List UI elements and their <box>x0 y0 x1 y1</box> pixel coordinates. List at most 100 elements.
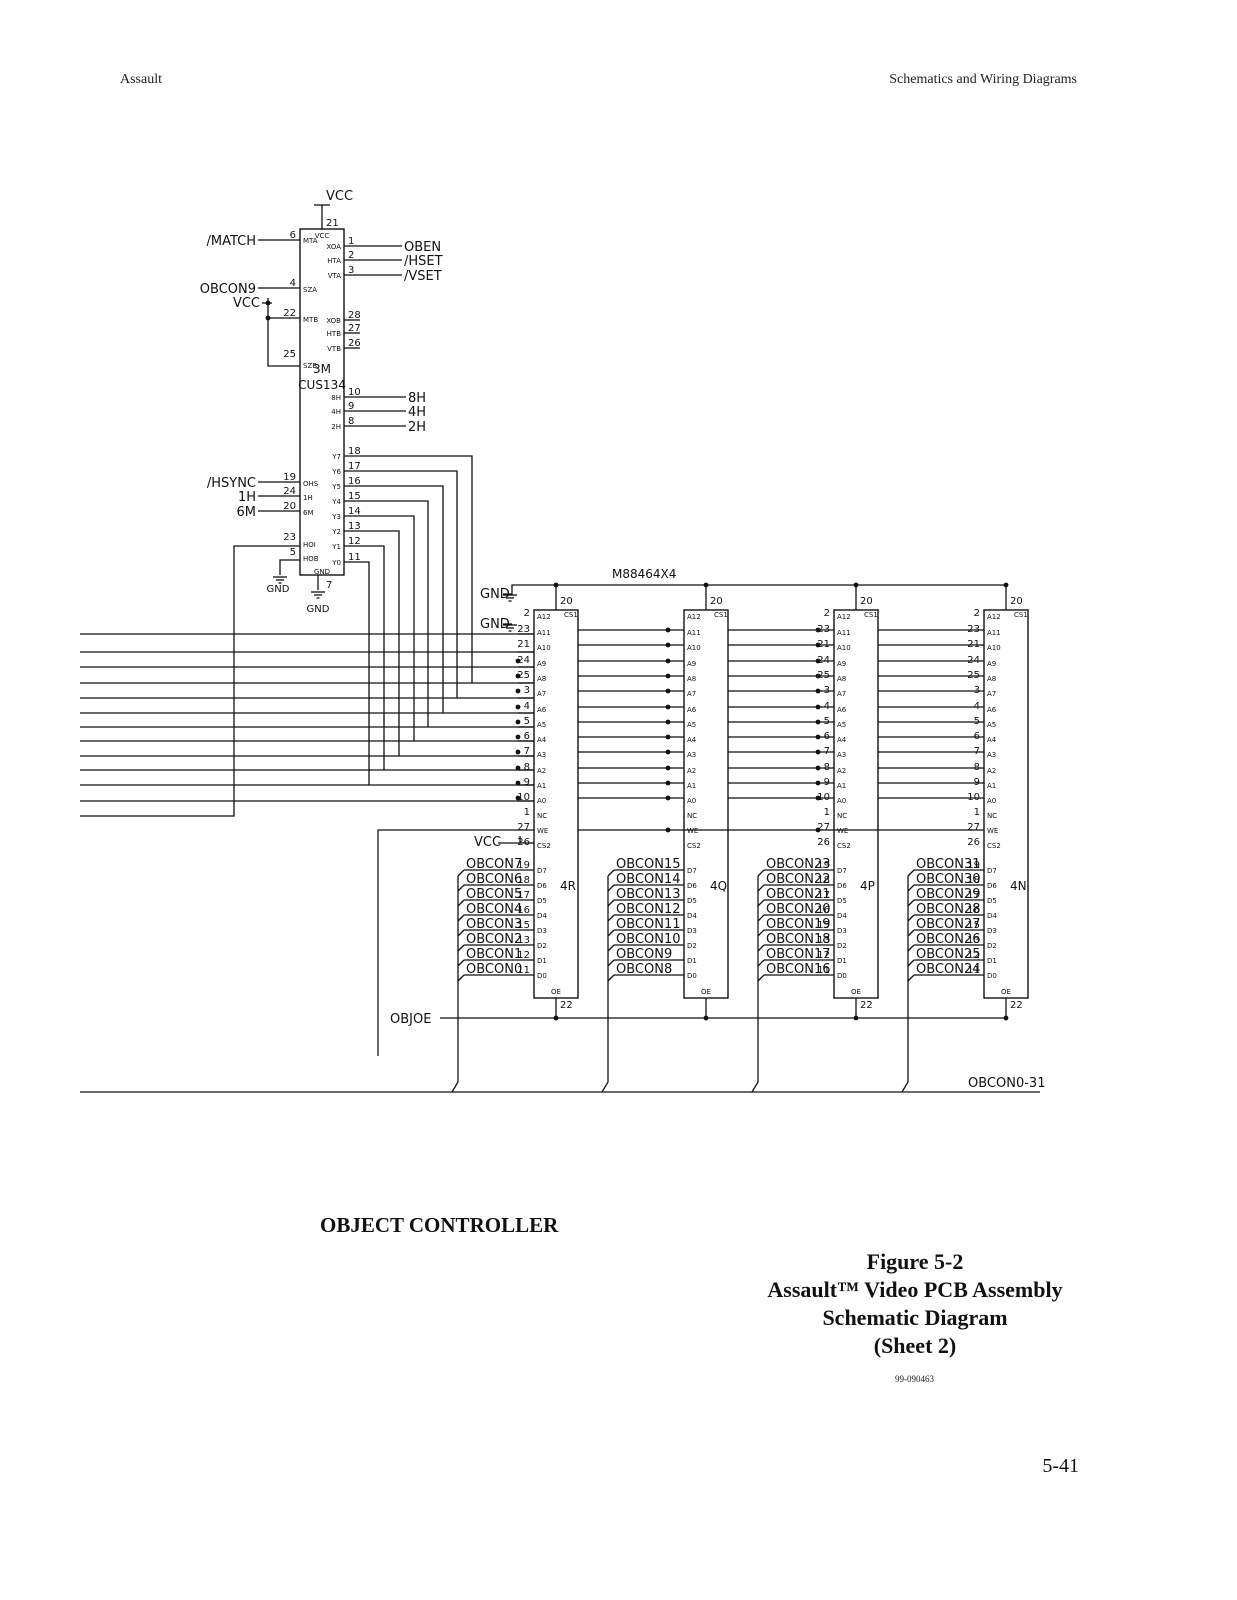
junction-dot <box>815 658 821 664</box>
junction-dot <box>515 719 521 725</box>
bus-tap <box>907 869 915 877</box>
junction-dot <box>553 1015 559 1021</box>
signal-match: /MATCH <box>206 234 256 249</box>
pin-number: 25 <box>967 670 980 681</box>
part-number: 99-090463 <box>895 1374 934 1384</box>
junction-dot <box>815 765 821 771</box>
ram-chip-4N <box>983 609 1029 999</box>
pin-number: 17 <box>967 890 980 901</box>
chip-pin-label: A1 <box>537 782 546 790</box>
chip-pin-label: A1 <box>687 782 696 790</box>
vcc-label: VCC <box>326 189 353 204</box>
junction-dot <box>665 780 671 786</box>
pin-number: 11 <box>967 965 980 976</box>
chip-pin-label: A9 <box>837 660 846 668</box>
junction-dot <box>665 765 671 771</box>
chip-pin-label: A12 <box>837 613 851 621</box>
signal-obcon3: OBCON3 <box>466 917 522 932</box>
signal-obcon26: OBCON26 <box>916 932 981 947</box>
chip-outlines <box>299 228 1029 999</box>
wires <box>80 204 1040 1093</box>
chip-pin-label: Y1 <box>331 543 341 551</box>
pin-number: 9 <box>974 777 980 788</box>
pin-number: 12 <box>817 950 830 961</box>
junction-dot <box>515 795 521 801</box>
pin-number: 12 <box>348 536 361 547</box>
pin-number: 11 <box>817 965 830 976</box>
chip-pin-label: A11 <box>837 629 851 637</box>
pin-number: 16 <box>967 905 980 916</box>
chip-pin-label: D0 <box>537 972 547 980</box>
chip-pin-label: GND <box>314 568 330 576</box>
chip-pin-label: A3 <box>537 751 546 759</box>
bus-tap <box>907 974 915 982</box>
bus-tap <box>457 959 465 967</box>
pin-number: 26 <box>348 338 361 349</box>
junction-dot <box>515 704 521 710</box>
junction-dot <box>515 734 521 740</box>
chip-pin-label: D4 <box>837 912 847 920</box>
junction-dot <box>265 300 271 306</box>
junction-dot <box>815 627 821 633</box>
chip-pin-label: CS2 <box>537 842 551 850</box>
junction-dot <box>665 627 671 633</box>
pin-number: 22 <box>1010 1000 1023 1011</box>
chip-pin-label: A8 <box>837 675 846 683</box>
pin-number: 12 <box>967 950 980 961</box>
pin-number: 1 <box>348 236 354 247</box>
junction-dot <box>665 658 671 664</box>
signal-obcon9: OBCON9 <box>616 947 672 962</box>
junction-dot <box>1003 1015 1009 1021</box>
signal-obcon28: OBCON28 <box>916 902 981 917</box>
chip-pin-label: A0 <box>987 797 996 805</box>
chip-pin-label: D0 <box>987 972 997 980</box>
chip-pin-label: D0 <box>837 972 847 980</box>
chip-pin-label: D4 <box>687 912 697 920</box>
pin-number: 1 <box>974 807 980 818</box>
pin-number: 21 <box>326 218 339 229</box>
pin-number: 27 <box>817 822 830 833</box>
chip-pin-label: D5 <box>837 897 847 905</box>
bus-tap <box>757 914 765 922</box>
pin-number: 8 <box>824 762 830 773</box>
pin-number: 24 <box>517 655 530 666</box>
pin-number: 7 <box>326 580 332 591</box>
pin-number: 1 <box>824 807 830 818</box>
pin-number: 20 <box>1010 596 1023 607</box>
caption-figure-number: Figure 5-2 <box>866 1249 964 1274</box>
pin-number: 6 <box>290 230 296 241</box>
chip-pin-label: D6 <box>537 882 547 890</box>
bus-tap <box>607 899 615 907</box>
pin-number: 21 <box>517 639 530 650</box>
chip-pin-label: A10 <box>537 644 551 652</box>
chip-pin-label: A11 <box>987 629 1001 637</box>
chip-pin-label: A6 <box>537 706 547 714</box>
chip-pin-label: A7 <box>837 690 846 698</box>
bus-tap <box>607 974 615 982</box>
chip-pin-label: A2 <box>837 767 846 775</box>
wire <box>344 530 400 756</box>
pin-number: 10 <box>517 792 530 803</box>
chip-pin-label: WE <box>687 827 698 835</box>
chip-pin-label: MTA <box>303 237 318 245</box>
pin-number: 16 <box>517 905 530 916</box>
pin-number: 5 <box>290 547 296 558</box>
chip-pin-label: D2 <box>987 942 997 950</box>
chip-pin-label: D0 <box>687 972 697 980</box>
junction-dot <box>515 765 521 771</box>
chip-pin-label: D7 <box>687 867 697 875</box>
junction-dot <box>553 582 559 588</box>
wire <box>344 470 458 698</box>
signal-obcon12: OBCON12 <box>616 902 681 917</box>
chip-pin-label: NC <box>987 812 997 820</box>
signal-6m: 6M <box>237 505 257 520</box>
gnd-label: GND <box>480 587 510 602</box>
signal-obcon7: OBCON7 <box>466 857 522 872</box>
pin-number: 10 <box>817 792 830 803</box>
pin-number: 16 <box>348 476 361 487</box>
bus-tap <box>457 899 465 907</box>
signal-obcon13: OBCON13 <box>616 887 681 902</box>
pin-number: 20 <box>860 596 873 607</box>
bus-tap <box>607 884 615 892</box>
junction-dot <box>815 749 821 755</box>
